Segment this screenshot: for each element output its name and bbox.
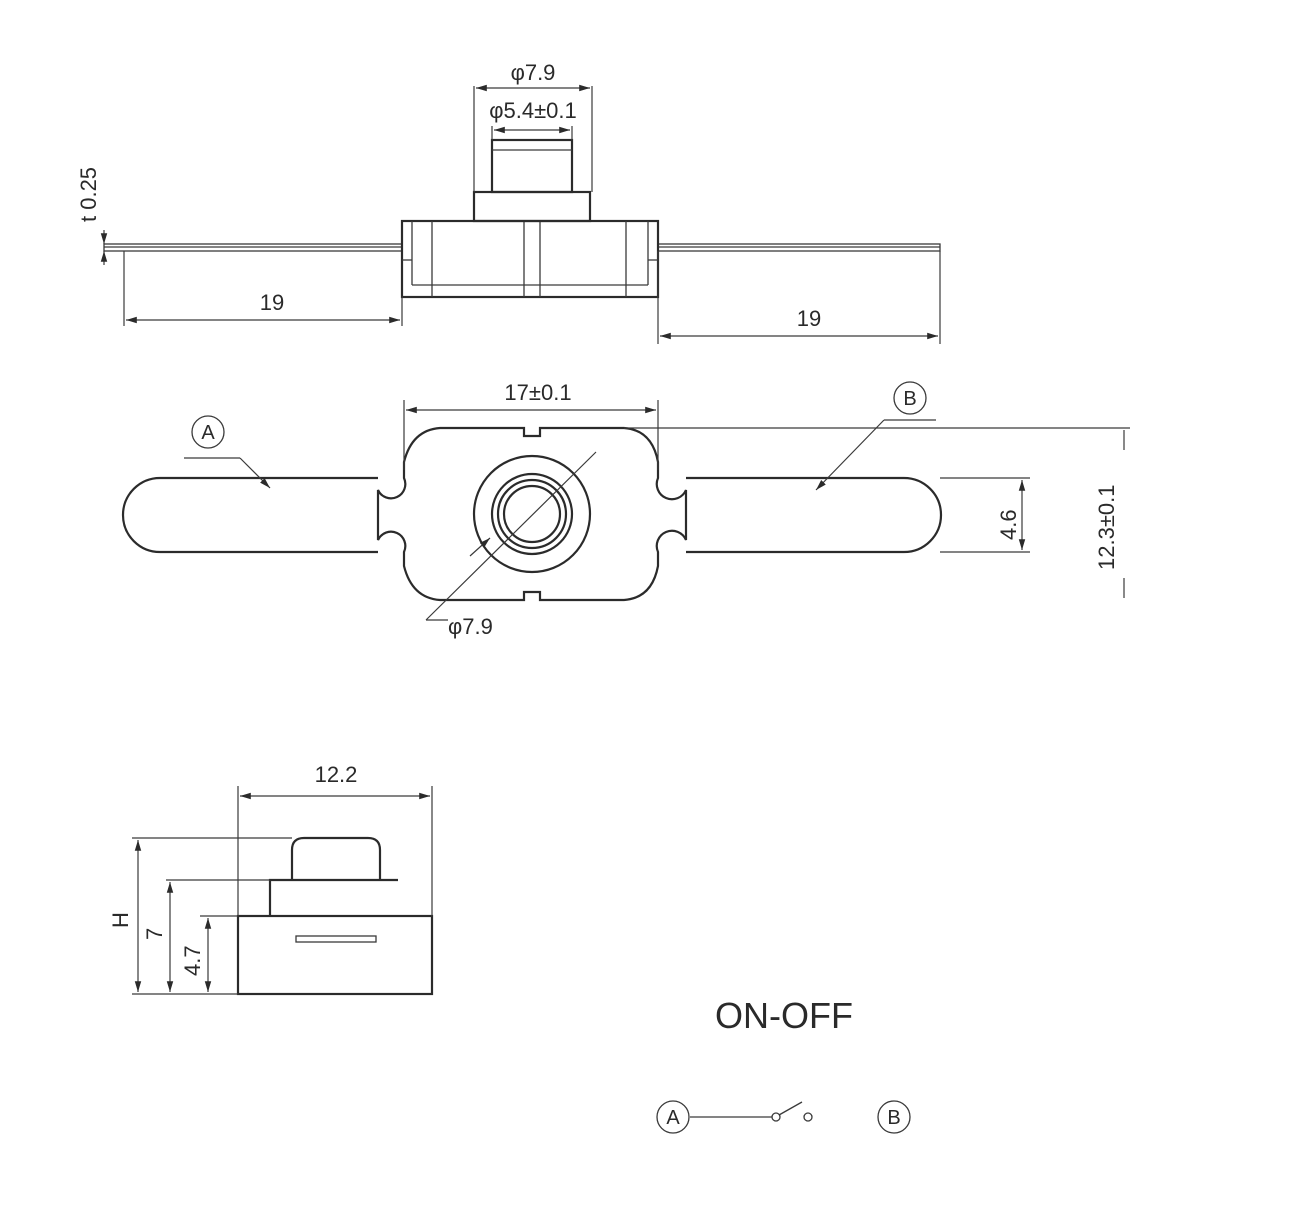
switch-contact-left [771,1112,781,1122]
dim-outer-diameter: φ7.9 [511,60,556,85]
schematic-terminal-b [877,1100,911,1134]
switch-contact-right [803,1112,813,1122]
switch-body-plan [376,426,688,602]
terminal-a-circle [191,415,225,449]
front-view: φ7.9 φ5.4±0.1 t 0.25 19 19 [76,60,941,344]
left-lead-tab [121,476,378,554]
dim-body-height: 12.3±0.1 [1094,485,1119,570]
terminal-b-circle [893,381,927,415]
dim-button-diameter: φ7.9 [448,614,493,639]
dim-total-height: H [108,912,133,928]
button-collar [472,190,592,223]
dim-body-width: 17±0.1 [504,380,571,405]
terminal-a-label: A [201,422,215,444]
switch-schematic: ON-OFF A B [656,995,911,1134]
dim-side-width: 12.2 [315,762,358,787]
plan-view: φ7.9 17±0.1 4.6 12.3±0.1 A B [121,380,1130,639]
button-center [502,484,562,544]
dim-left-lead: 19 [260,290,284,315]
dim-height-47: 4.7 [180,945,205,976]
button-ring-outer [490,472,574,556]
terminal-b-label: B [903,388,916,410]
schematic-terminal-a [656,1100,690,1134]
schematic-title: ON-OFF [715,995,853,1036]
side-body [236,914,434,996]
right-lead-tab [686,476,943,554]
button-plunger [490,138,574,194]
dim-lead-width: 4.6 [996,509,1021,540]
button-ring-inner [496,478,568,550]
side-view: 12.2 H 7 4.7 [108,762,434,996]
side-collar [268,878,398,916]
schematic-terminal-a-label: A [666,1107,680,1129]
button-outer-circle [472,454,592,574]
dim-thickness: t 0.25 [76,167,101,222]
side-slot [295,935,377,943]
dim-inner-diameter: φ5.4±0.1 [489,98,577,123]
dim-height-7: 7 [142,928,167,940]
schematic-terminal-b-label: B [887,1107,900,1129]
side-button [290,836,382,880]
dim-right-lead: 19 [797,306,821,331]
switch-lever [778,1101,803,1116]
